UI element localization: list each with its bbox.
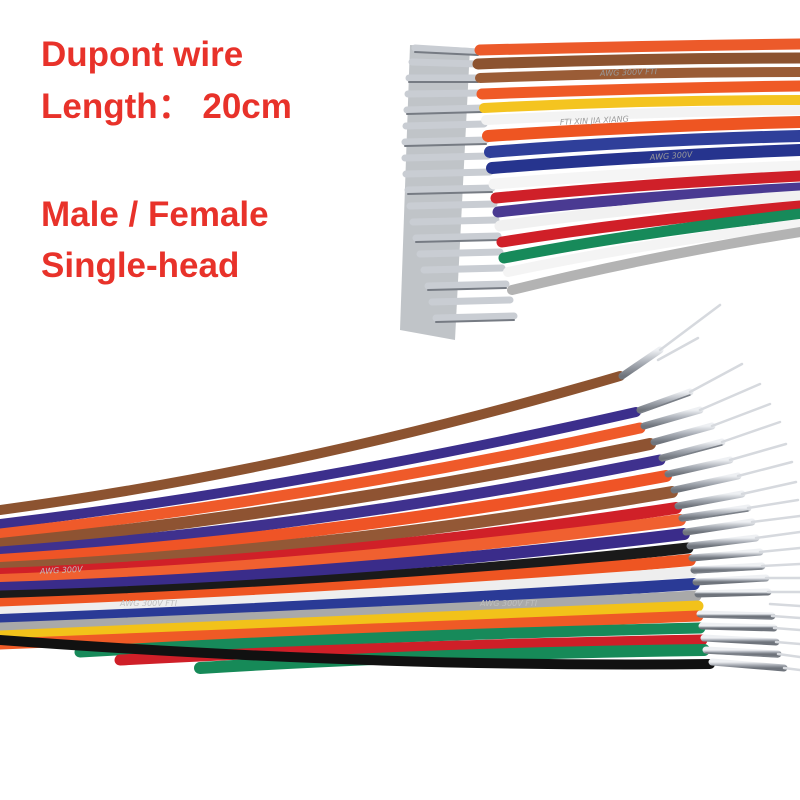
wire-orange-d (0, 554, 696, 610)
wire-brown (472, 52, 800, 70)
svg-text:FTI XIN JIA XIANG: FTI XIN JIA XIANG (560, 114, 629, 127)
wire-black-a (0, 542, 694, 602)
wire-red-2 (496, 200, 800, 248)
wire-brown-2 (475, 67, 800, 83)
caption-length: Length： 20cm (41, 87, 292, 126)
wire-blue (484, 130, 800, 158)
wire-orange-b (0, 470, 672, 566)
wire-white (481, 105, 800, 125)
wire-orange-2 (476, 80, 800, 100)
wire-orange-3 (482, 116, 800, 142)
female-terminal-cluster (400, 44, 518, 340)
wire-white-3 (494, 190, 800, 232)
svg-text:AWG 300V FTI: AWG 300V FTI (479, 599, 538, 608)
male-terminal-cluster (618, 303, 800, 672)
wire-white-2 (488, 160, 800, 190)
wire-yellow (479, 95, 800, 113)
wire-purple (492, 182, 800, 218)
wire-yellow-a (0, 600, 704, 642)
wire-white-a (0, 566, 698, 618)
wire-black-b (0, 635, 715, 670)
wire-brown-top (0, 371, 625, 515)
svg-text:AWG 300V: AWG 300V (649, 150, 694, 162)
wire-purple-a (0, 454, 666, 558)
male-wire-bundle: AWG 300V AWG 300V FTI AWG 300V FTI (0, 303, 800, 674)
wire-white-4 (503, 219, 800, 277)
caption-type: Male / Female (41, 195, 269, 234)
wire-red-a (0, 502, 682, 580)
wire-brown-a (0, 438, 656, 550)
wire-orange-a (0, 422, 646, 540)
wire-orange (474, 38, 800, 56)
wire-gray-a (0, 590, 702, 634)
wire-purple-b (0, 528, 690, 594)
wire-green-b (194, 644, 710, 674)
svg-text:AWG 300V FTI: AWG 300V FTI (119, 599, 178, 608)
caption-product-name: Dupont wire (41, 35, 244, 74)
svg-text:AWG 300V FTI: AWG 300V FTI (599, 67, 658, 78)
wire-blue-a (0, 578, 700, 626)
wire-gray (507, 227, 800, 295)
female-wire-bundle: AWG 300V FTI FTI XIN JIA XIANG AWG 300V (400, 38, 800, 340)
wire-red (490, 170, 800, 204)
wire-orange-c (0, 514, 686, 586)
wire-blue-2 (486, 144, 800, 174)
wire-purple-top (0, 407, 641, 529)
wire-brown-b (0, 486, 678, 574)
wire-orange-e (0, 610, 704, 650)
wire-green (498, 208, 800, 264)
svg-text:AWG 300V: AWG 300V (39, 565, 84, 576)
caption-head: Single-head (41, 246, 240, 285)
